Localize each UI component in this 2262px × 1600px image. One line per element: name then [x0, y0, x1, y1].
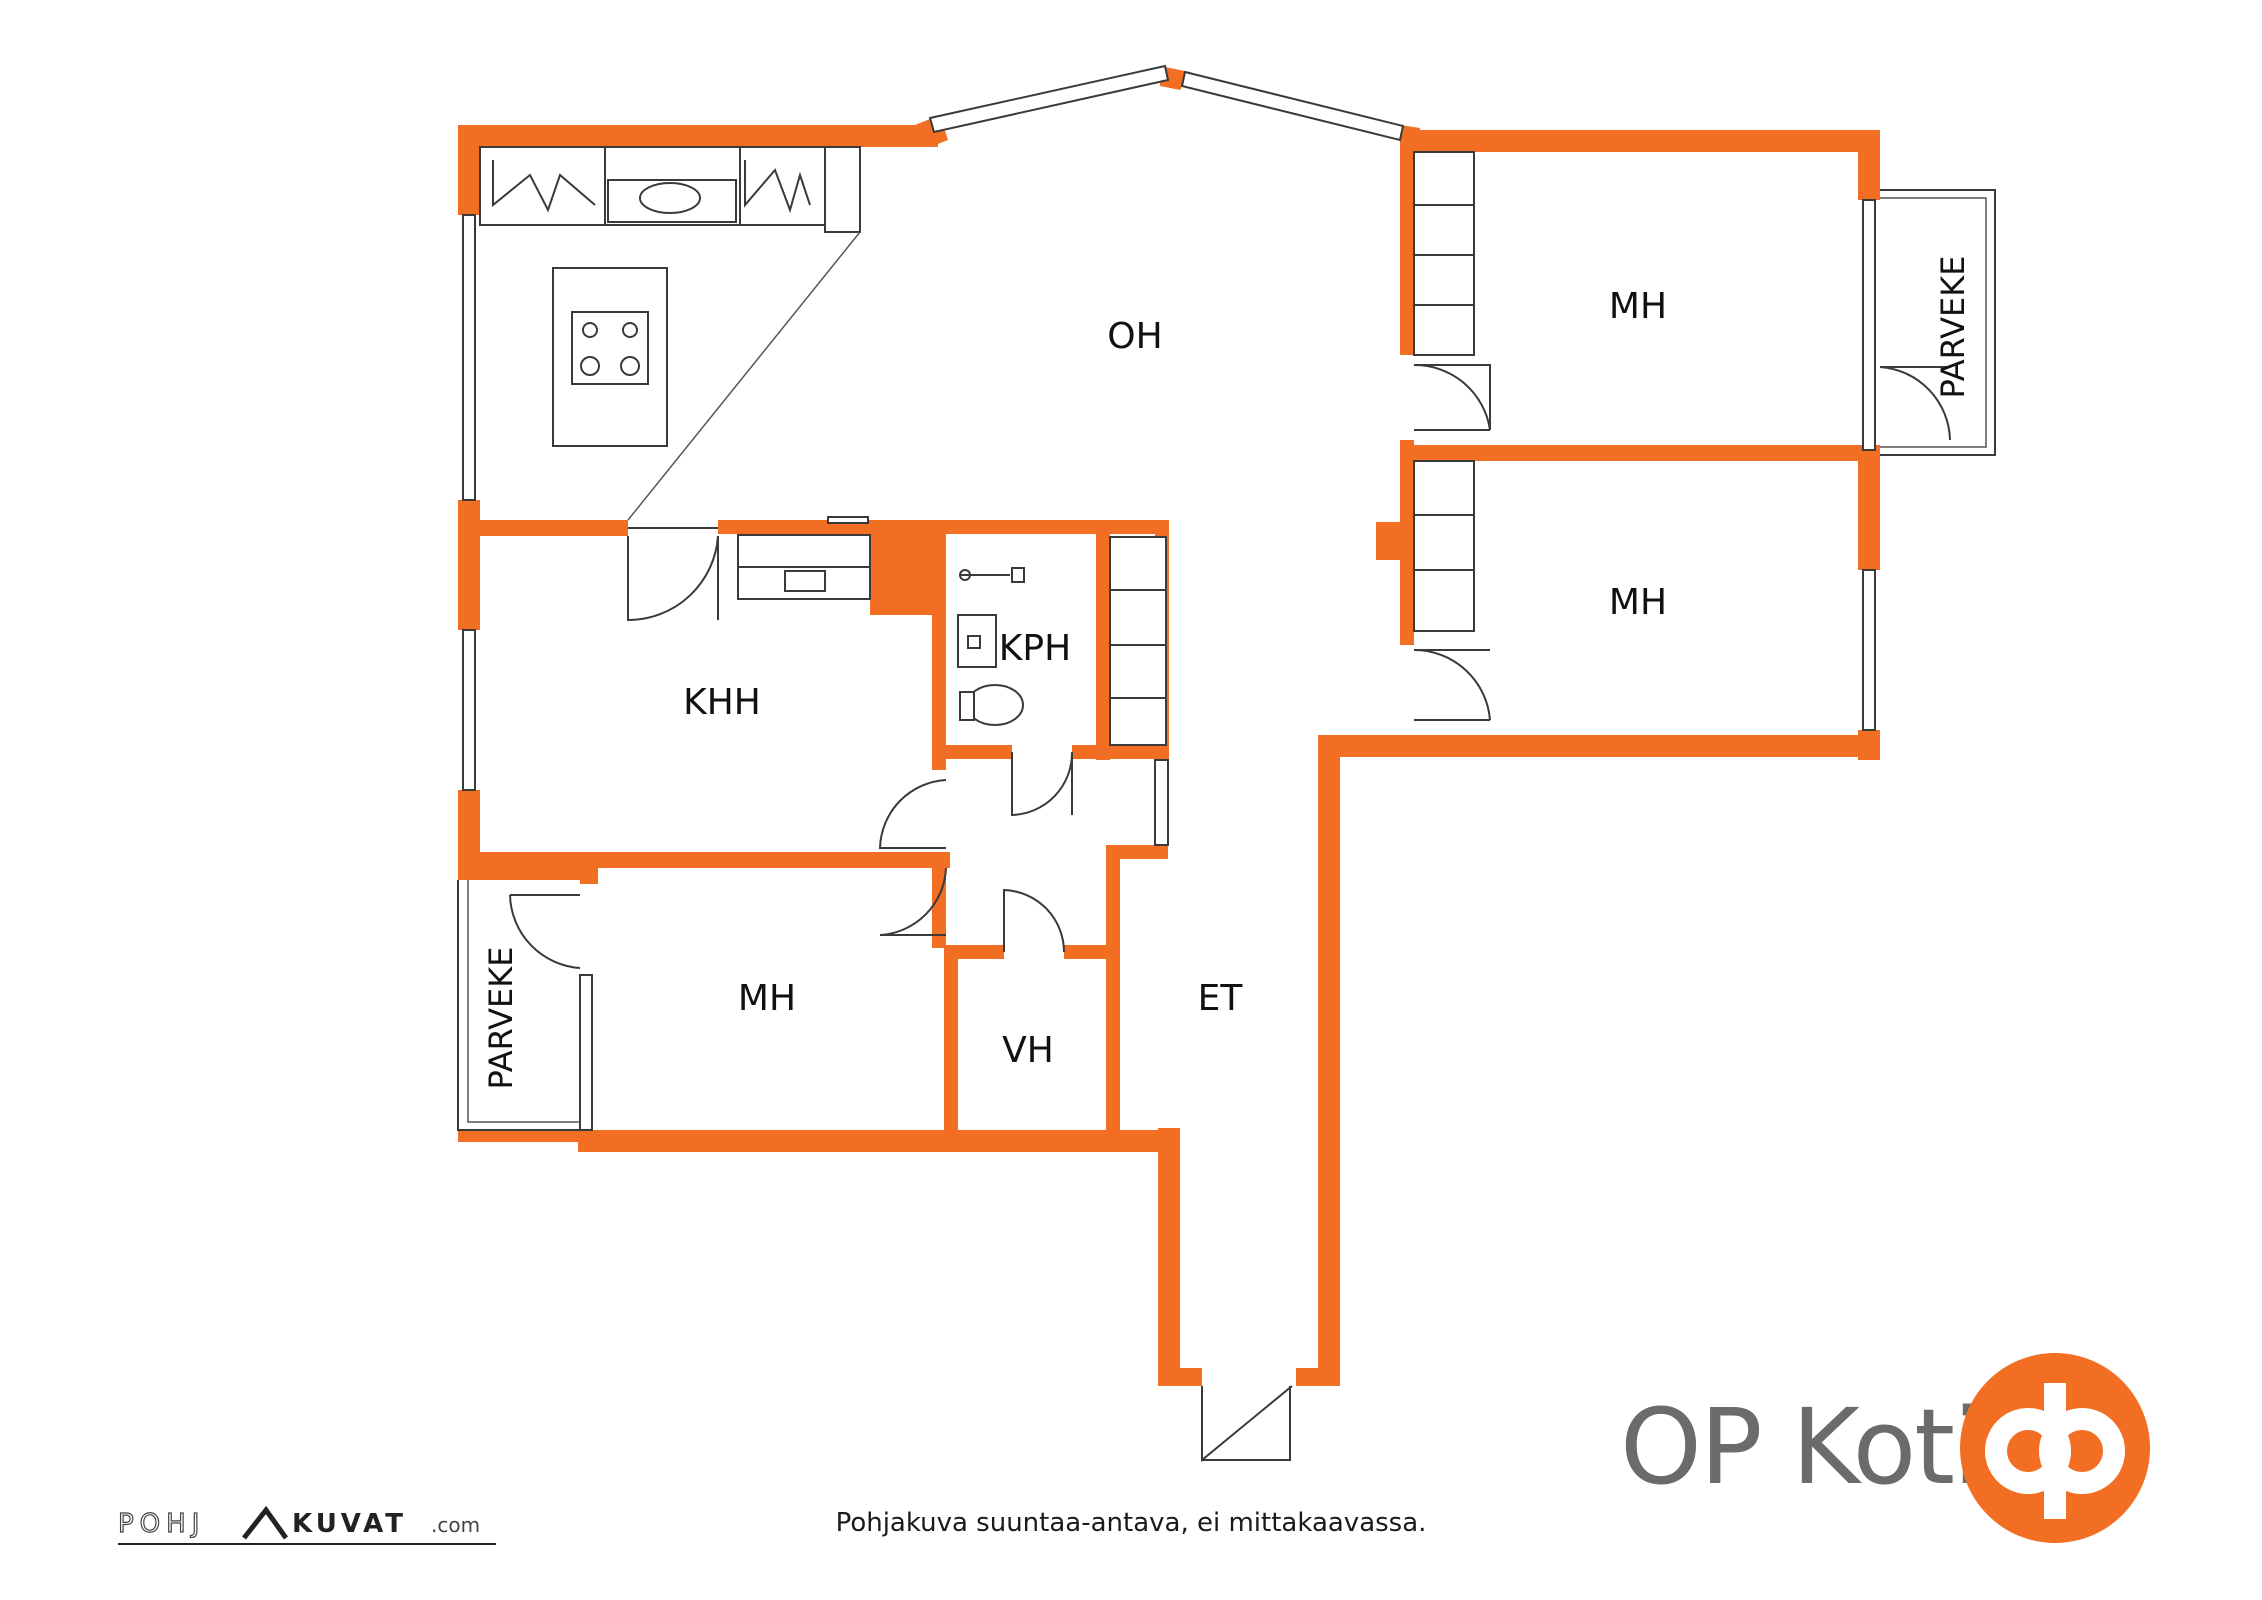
- wall-vh-top-2: [1064, 945, 1120, 959]
- door-vh: [1003, 888, 1065, 953]
- wall-vh-right: [1106, 845, 1120, 1135]
- wall-et-left: [1158, 1128, 1180, 1386]
- door-khh-hall: [878, 779, 947, 849]
- svg-text:KUVAT: KUVAT: [292, 1509, 407, 1539]
- door-khh: [627, 535, 719, 622]
- wall-left-1: [458, 125, 480, 215]
- wall-stub: [580, 870, 598, 884]
- window-bay-right: [1180, 70, 1405, 142]
- utility-fixtures: [737, 151, 1475, 746]
- room-label-mh-top: MH: [1609, 286, 1667, 327]
- window-mh-left: [579, 974, 593, 1131]
- room-label-khh: KHH: [683, 682, 761, 723]
- svg-text:POHJ: POHJ: [118, 1509, 205, 1539]
- doors: [509, 363, 1951, 1463]
- fridge-symbol: [492, 160, 596, 213]
- wall-khh-right: [932, 520, 946, 770]
- wall-right-bottom: [1318, 735, 1880, 757]
- window-mh-top: [1862, 199, 1876, 451]
- room-label-kph: KPH: [999, 628, 1071, 669]
- room-labels: OH MH MH KHH KPH MH VH ET PARVEKE PARVEK…: [482, 256, 1972, 1090]
- door-mh-middle: [1413, 648, 1491, 721]
- wall-bottom: [578, 1130, 1180, 1152]
- closet-mh-middle: [1413, 460, 1475, 632]
- wall-et-right-foot: [1296, 1368, 1340, 1386]
- room-label-mh-middle: MH: [1609, 582, 1667, 623]
- room-label-parveke-left: PARVEKE: [482, 947, 520, 1090]
- door-mh-top: [1413, 363, 1491, 431]
- balcony-right-outline: [1880, 189, 1996, 456]
- wall-mh2-left: [1400, 440, 1414, 645]
- walls: [458, 66, 1880, 1386]
- balcony-left-outline: [457, 880, 580, 1131]
- wall-kph-bottom-1: [932, 745, 1012, 759]
- wall-et-left-foot: [1158, 1368, 1202, 1386]
- wall-kitchen-khh: [458, 520, 628, 536]
- wall-shaft: [870, 520, 940, 615]
- window-khh: [462, 629, 476, 791]
- kitchen-fixtures: [479, 146, 869, 524]
- wall-right-1: [1858, 130, 1880, 200]
- wall-mh1-left: [1400, 130, 1414, 355]
- window-mh-middle: [1862, 569, 1876, 731]
- pohjakuvat-logo: POHJ KUVAT .com: [117, 1505, 496, 1545]
- op-logo-icon: [1960, 1353, 2150, 1543]
- wall-hall-mid: [1110, 845, 1168, 859]
- door-entrance: [1202, 1386, 1291, 1461]
- door-mh-left: [879, 867, 947, 936]
- wall-top-right: [1400, 130, 1880, 152]
- closet-bath: [1109, 536, 1167, 746]
- door-balcony-left: [509, 894, 581, 969]
- window-bay-left: [928, 64, 1170, 134]
- room-label-mh-left: MH: [738, 978, 796, 1019]
- oven-symbol: [744, 160, 811, 214]
- wall-vh-top-1: [944, 945, 1004, 959]
- wall-right-2: [1858, 450, 1880, 570]
- sink-icon: [639, 182, 701, 214]
- toilet-icon: [966, 684, 1024, 726]
- brand-name: OP Koti: [1620, 1386, 1982, 1508]
- wall-top-left: [458, 125, 938, 147]
- windows: [457, 64, 1996, 1131]
- wall-left-2: [458, 500, 480, 630]
- room-label-et: ET: [1198, 978, 1244, 1019]
- door-balcony-right: [1879, 366, 1951, 441]
- wall-et-right: [1318, 735, 1340, 1385]
- wall-bottom-left: [458, 1130, 578, 1142]
- wall-kph-right: [1096, 520, 1110, 760]
- disclaimer-text: Pohjakuva suuntaa-antava, ei mittakaavas…: [835, 1508, 1427, 1538]
- wall-vh-left: [944, 945, 958, 1135]
- window-kitchen: [462, 214, 476, 501]
- room-label-vh: VH: [1002, 1030, 1054, 1071]
- khh-sink-icon: [784, 570, 826, 592]
- wall-kph-bottom-2: [1072, 745, 1168, 759]
- closet-mh-top: [1413, 151, 1475, 356]
- wall-column: [1376, 522, 1400, 560]
- room-label-oh: OH: [1107, 316, 1162, 357]
- wall-khh-bottom-left: [458, 852, 598, 880]
- door-kph: [1011, 751, 1074, 817]
- wall-mh-divider: [1400, 445, 1880, 461]
- svg-text:.com: .com: [431, 1513, 480, 1537]
- wall-khh-bottom: [598, 852, 950, 868]
- room-label-parveke-right: PARVEKE: [1934, 256, 1972, 399]
